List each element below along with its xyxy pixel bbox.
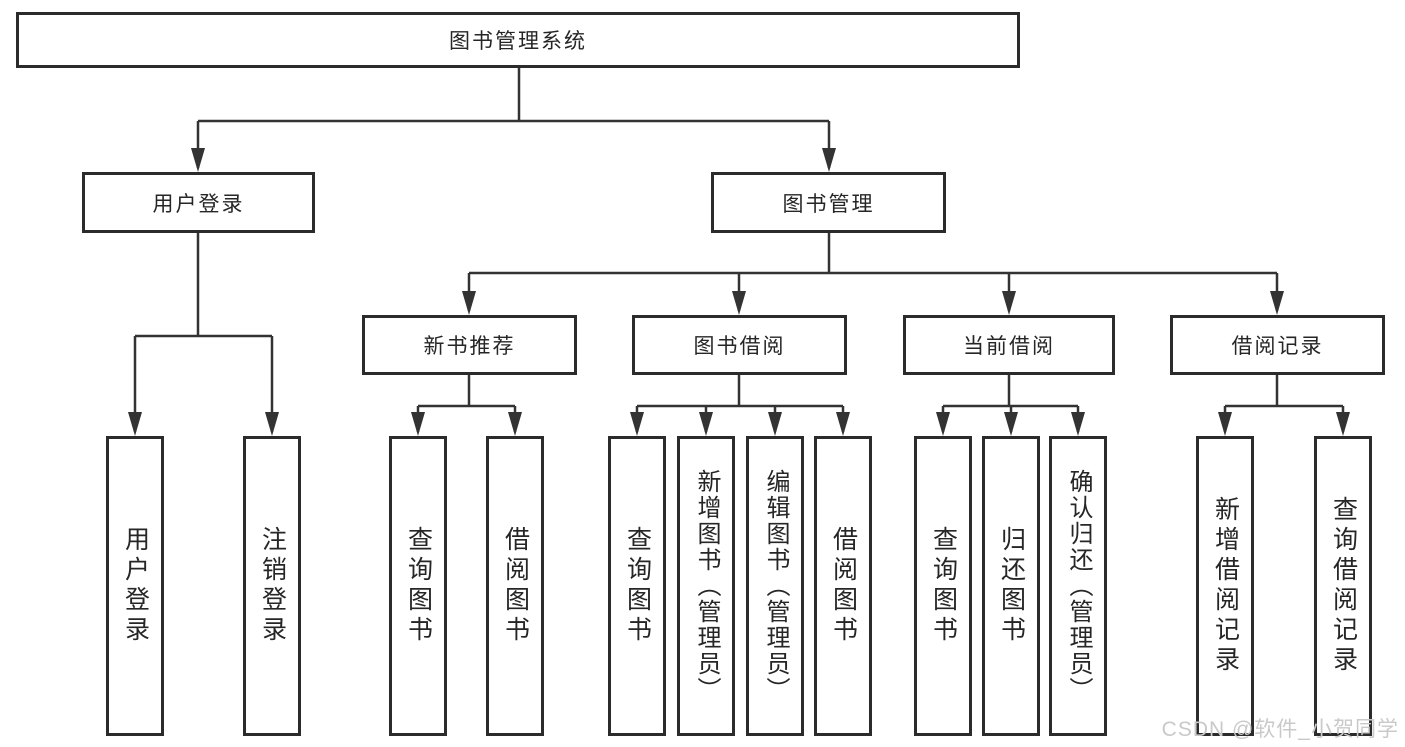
leaf-bb-borrow-books: 借阅图书: [814, 436, 872, 736]
node-book-management: 图书管理: [711, 172, 946, 233]
node-book-management-label: 图书管理: [782, 192, 875, 216]
node-user-login: 用户登录: [82, 172, 315, 233]
leaf-logout-login-label: 注销登录: [258, 526, 287, 646]
arrowheads: [128, 148, 1350, 436]
leaf-cb-query-books: 查询图书: [914, 436, 972, 736]
leaf-bb-query-books-label: 查询图书: [623, 526, 652, 646]
leaf-nb-borrow-books-label: 借阅图书: [501, 526, 530, 646]
node-new-book-recommendation: 新书推荐: [362, 315, 577, 375]
leaf-br-add-borrow-record-label: 新增借阅记录: [1211, 496, 1240, 676]
node-book-borrowing-label: 图书借阅: [693, 335, 786, 358]
leaf-bb-add-book-admin-label: 新增图书（管理员）: [693, 469, 720, 703]
node-current-borrowing-label: 当前借阅: [963, 335, 1055, 358]
leaf-bb-edit-book-admin: 编辑图书（管理员）: [746, 436, 804, 736]
node-borrowing-records: 借阅记录: [1170, 315, 1385, 375]
node-current-borrowing: 当前借阅: [903, 315, 1115, 375]
leaf-br-query-borrow-record: 查询借阅记录: [1314, 436, 1372, 736]
leaf-user-login: 用户登录: [106, 436, 164, 736]
leaf-cb-confirm-return-admin-label: 确认归还（管理员）: [1065, 469, 1092, 703]
node-root-label: 图书管理系统: [449, 30, 587, 53]
csdn-watermark: CSDN @软件_小贺同学: [1161, 718, 1399, 741]
leaf-nb-borrow-books: 借阅图书: [486, 436, 544, 736]
node-book-borrowing: 图书借阅: [632, 315, 847, 375]
leaf-bb-edit-book-admin-label: 编辑图书（管理员）: [762, 469, 789, 703]
leaf-nb-query-books: 查询图书: [389, 436, 447, 736]
leaf-cb-return-books: 归还图书: [982, 436, 1040, 736]
leaf-user-login-label: 用户登录: [121, 526, 150, 646]
node-new-book-recommendation-label: 新书推荐: [423, 335, 516, 358]
leaf-bb-query-books: 查询图书: [608, 436, 666, 736]
node-user-login-label: 用户登录: [152, 192, 245, 216]
leaf-bb-add-book-admin: 新增图书（管理员）: [677, 436, 735, 736]
leaf-bb-borrow-books-label: 借阅图书: [829, 526, 858, 646]
leaf-cb-query-books-label: 查询图书: [929, 526, 958, 646]
leaf-logout-login: 注销登录: [243, 436, 301, 736]
leaf-br-query-borrow-record-label: 查询借阅记录: [1329, 496, 1358, 676]
node-borrowing-records-label: 借阅记录: [1231, 335, 1324, 358]
leaf-cb-return-books-label: 归还图书: [997, 526, 1026, 646]
leaf-nb-query-books-label: 查询图书: [404, 526, 433, 646]
leaf-cb-confirm-return-admin: 确认归还（管理员）: [1049, 436, 1107, 736]
node-root: 图书管理系统: [16, 12, 1020, 68]
leaf-br-add-borrow-record: 新增借阅记录: [1196, 436, 1254, 736]
